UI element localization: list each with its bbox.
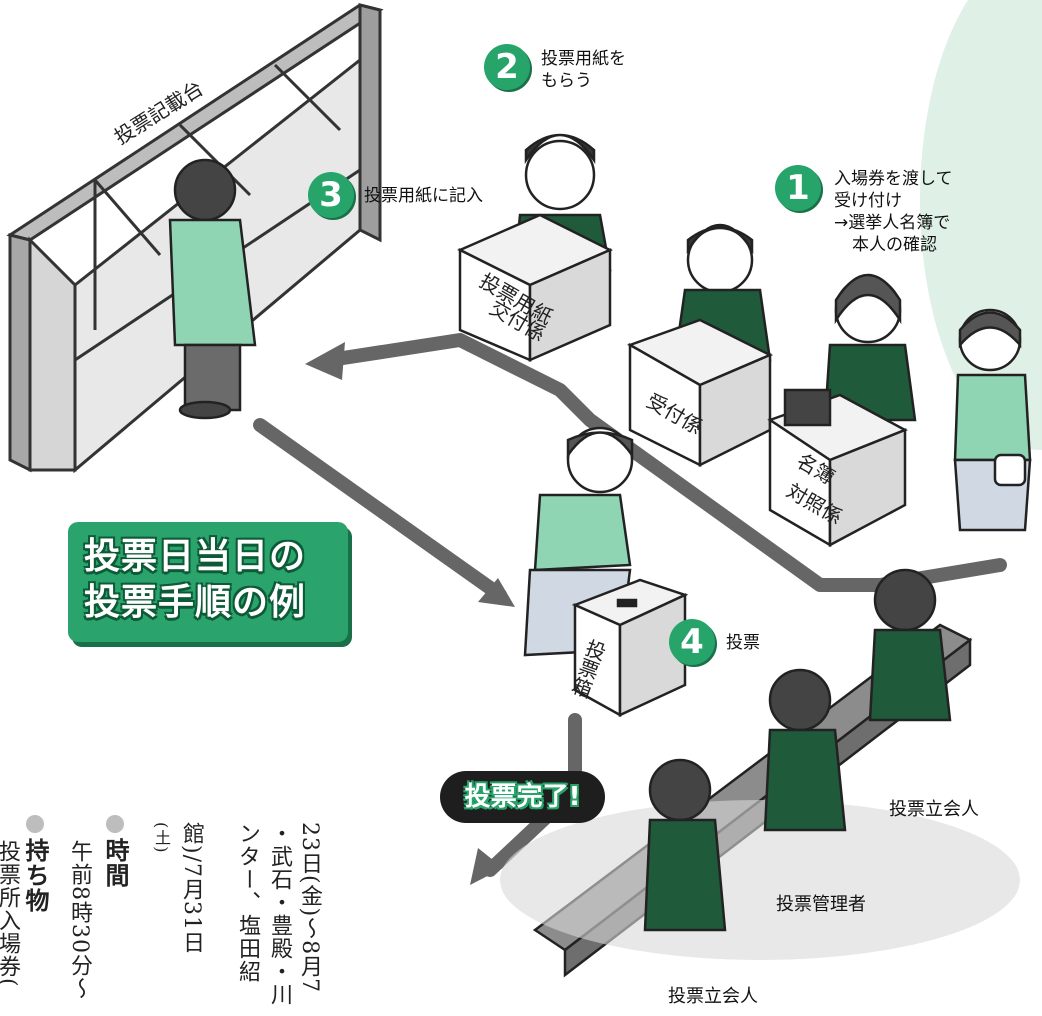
arriving-voter bbox=[953, 308, 1032, 532]
witness-lower-label: 投票立会人 bbox=[668, 986, 758, 1007]
witness-upper-label: 投票立会人 bbox=[889, 799, 979, 820]
time-heading: 時間 bbox=[101, 838, 129, 888]
step-2-line-1: 投票用紙を bbox=[541, 49, 626, 69]
items-heading: 持ち物 bbox=[21, 838, 49, 913]
officials bbox=[643, 568, 952, 932]
title-line-1: 投票日当日の bbox=[84, 536, 307, 577]
manager-label: 投票管理者 bbox=[776, 894, 866, 915]
arrow-head-exit bbox=[470, 848, 503, 885]
ballot-box bbox=[571, 578, 689, 718]
step-1-badge: 1 bbox=[775, 165, 821, 211]
article-col-5: (土) bbox=[152, 822, 171, 854]
step-2-line-2: もらう bbox=[541, 71, 592, 91]
article-col-2: ・武石・豊殿・川 bbox=[267, 822, 292, 1006]
step-2-caption: 投票用紙を もらう bbox=[541, 48, 626, 92]
time-bullet bbox=[106, 815, 124, 833]
article-col-1: 23日(金)〜8月7 bbox=[297, 822, 322, 994]
step-1-line-4: 本人の確認 bbox=[852, 235, 937, 255]
items-text: 投票所入場券( bbox=[0, 840, 20, 988]
voting-complete-badge: 投票完了! bbox=[440, 771, 605, 823]
reception-desks bbox=[627, 223, 917, 548]
items-bullet bbox=[26, 815, 44, 833]
step-3-caption: 投票用紙に記入 bbox=[364, 186, 483, 206]
step-1-caption: 入場券を渡して 受け付け →選挙人名簿で 本人の確認 bbox=[834, 168, 953, 256]
title-line-2: 投票手順の例 bbox=[84, 582, 307, 623]
article-col-4: 館)/7月31日 bbox=[179, 822, 204, 954]
step-4-badge: 4 bbox=[669, 619, 715, 665]
step-3-badge: 3 bbox=[308, 172, 354, 218]
arrow-head-to-booth bbox=[305, 342, 345, 380]
ballot-issue-desk bbox=[457, 133, 613, 362]
step-4-caption: 投票 bbox=[726, 633, 760, 653]
step-1-line-2: 受け付け bbox=[834, 191, 902, 211]
time-text: 午前8時30分〜 bbox=[67, 840, 92, 1000]
step-1-line-3: →選挙人名簿で bbox=[834, 213, 951, 233]
step-1-line-1: 入場券を渡して bbox=[834, 169, 953, 189]
article-col-3: ンター、塩田紹 bbox=[235, 822, 260, 983]
arrow-head-to-box bbox=[478, 578, 515, 607]
step-2-badge: 2 bbox=[484, 44, 530, 90]
voter-writing bbox=[168, 158, 257, 420]
title-box: 投票日当日の 投票手順の例 bbox=[68, 522, 348, 642]
